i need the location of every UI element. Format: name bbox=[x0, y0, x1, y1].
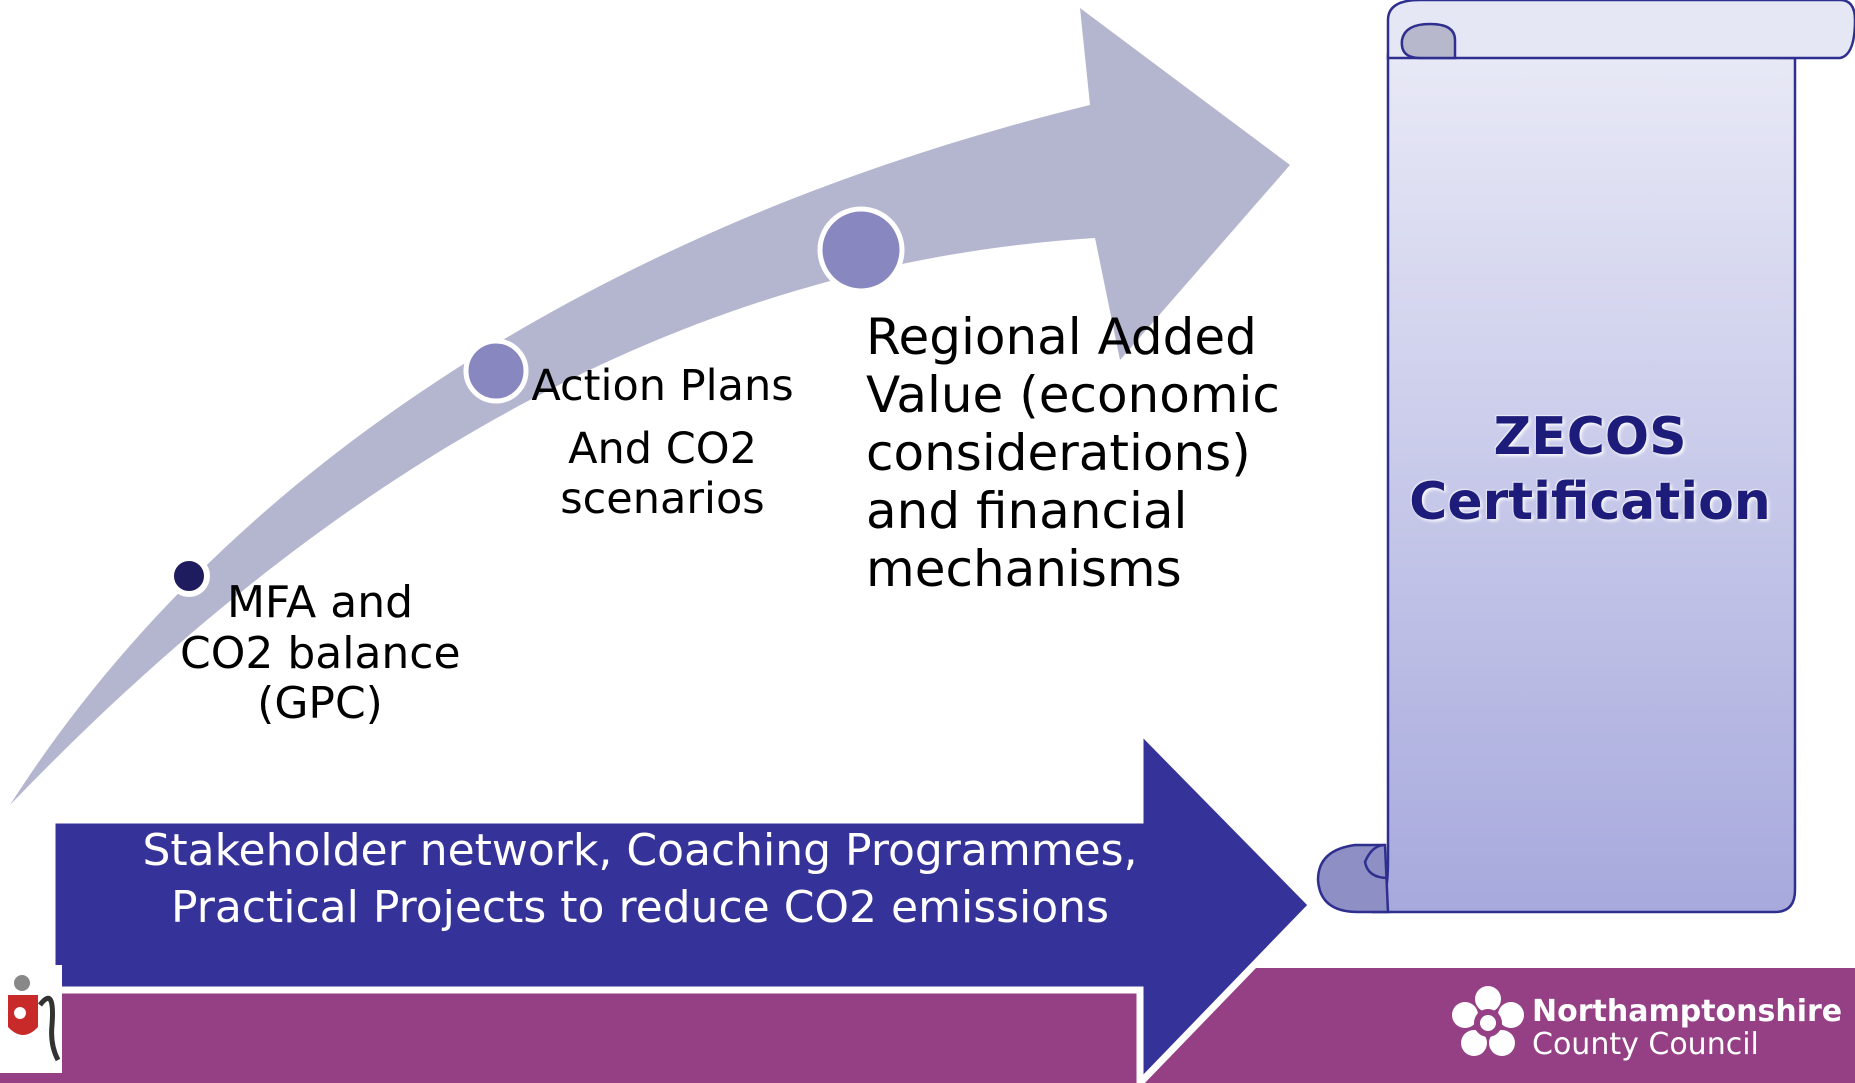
step-dot-2 bbox=[463, 338, 529, 404]
certificate-title: ZECOS Certification bbox=[1390, 405, 1790, 535]
step-3-line-1: Regional Added bbox=[866, 308, 1257, 366]
banner-arrow bbox=[48, 721, 1317, 1083]
org-logo: Northamptonshire County Council bbox=[1520, 988, 1855, 1068]
org-name: Northamptonshire County Council bbox=[1532, 995, 1842, 1061]
step-3-line-3: considerations) bbox=[866, 424, 1251, 482]
step-1-line-3: (GPC) bbox=[257, 678, 383, 730]
step-1-line-1: MFA and bbox=[226, 577, 414, 628]
certificate-title-line-2: Certification bbox=[1409, 472, 1771, 532]
banner-line-1: Stakeholder network, Coaching Programmes… bbox=[142, 825, 1138, 876]
curved-progress-arrow bbox=[10, 8, 1290, 805]
banner-line-2: Practical Projects to reduce CO2 emissio… bbox=[170, 882, 1109, 934]
step-label-1: MFA and CO2 balance (GPC) bbox=[180, 577, 461, 730]
certificate-title-line-1: ZECOS bbox=[1493, 407, 1687, 467]
step-3-line-2: Value (economic bbox=[866, 366, 1280, 424]
rose-logo-icon bbox=[1452, 986, 1524, 1056]
step-dot-1 bbox=[168, 555, 210, 597]
step-1-line-2: CO2 balance bbox=[180, 627, 461, 679]
step-label-3: Regional Added Value (economic considera… bbox=[866, 308, 1280, 598]
step-dot-3 bbox=[817, 206, 905, 294]
step-3-line-5: mechanisms bbox=[866, 540, 1182, 598]
org-name-line-2: County Council bbox=[1532, 1027, 1759, 1062]
certificate-scroll bbox=[1316, 0, 1855, 914]
step-label-2: Action Plans And CO2 scenarios bbox=[530, 361, 795, 524]
step-2-line-3: scenarios bbox=[560, 473, 765, 524]
org-name-line-1: Northamptonshire bbox=[1532, 994, 1843, 1029]
step-2-line-1: Action Plans bbox=[531, 361, 794, 411]
banner-text: Stakeholder network, Coaching Programmes… bbox=[90, 822, 1190, 936]
step-3-line-4: and financial bbox=[866, 482, 1188, 540]
step-2-line-2: And CO2 bbox=[568, 424, 757, 475]
coat-of-arms-icon bbox=[0, 965, 62, 1073]
